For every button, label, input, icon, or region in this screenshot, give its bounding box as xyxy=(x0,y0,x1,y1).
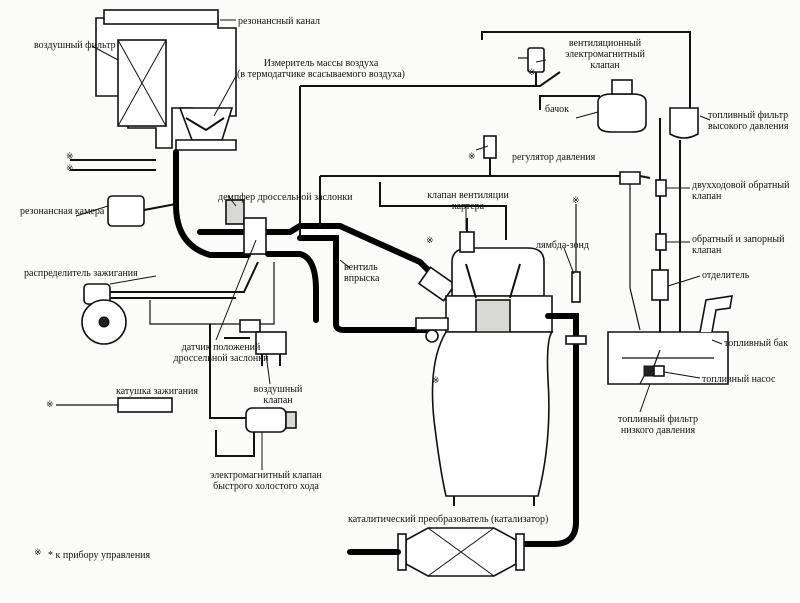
throttle-body xyxy=(197,199,433,333)
control-unit-marker: ※ xyxy=(528,68,536,78)
label-ventilation-valve: вентиляционный электромагнитный клапан xyxy=(565,38,645,71)
ignition-distributor xyxy=(81,261,275,345)
leader-lines xyxy=(75,19,723,470)
label-lambda-probe: лямбда-зонд xyxy=(536,240,589,251)
catalytic-converter xyxy=(347,527,525,577)
exhaust-pipe xyxy=(497,313,587,547)
intake-duct xyxy=(70,149,251,258)
label-ignition-coil: катушка зажигания xyxy=(116,386,198,397)
lambda-probe xyxy=(571,204,581,303)
label-air-filter: воздушный фильтр xyxy=(34,40,116,51)
fuel-lines xyxy=(299,31,691,340)
idle-solenoid-valve xyxy=(215,407,297,457)
label-resonance-channel: резонансный канал xyxy=(238,16,320,27)
label-ignition-distributor: распределитель зажигания xyxy=(24,268,138,279)
label-throttle-position-sensor: датчик положений дроссельной заслонки xyxy=(173,342,269,364)
label-hp-fuel-filter: топливный фильтр высокого давления xyxy=(708,110,789,132)
label-resonance-chamber: резонансная камера xyxy=(20,206,105,217)
resonance-channel xyxy=(103,9,219,25)
air-mass-meter xyxy=(175,107,237,151)
fuel-tank xyxy=(607,295,733,385)
label-catalytic-converter: каталитический преобразователь (катализа… xyxy=(348,514,549,525)
resonance-chamber xyxy=(107,195,177,227)
hp-fuel-filter xyxy=(669,107,699,139)
air-valve xyxy=(209,319,287,419)
ignition-coil xyxy=(56,397,173,413)
control-unit-marker: ※ xyxy=(46,400,54,410)
control-unit-marker: ※ xyxy=(66,152,74,162)
check-shutoff-valve xyxy=(655,233,667,251)
control-unit-marker: ※ xyxy=(468,152,476,162)
label-throttle-damper: демпфер дроссельной заслонки xyxy=(218,192,353,203)
label-canister: бачок xyxy=(545,104,570,115)
control-unit-marker: ※ xyxy=(432,376,440,386)
label-air-valve: воздушный клапан xyxy=(253,384,303,406)
two-way-check-valve xyxy=(655,179,667,197)
label-lp-fuel-filter: топливный фильтр низкого давления xyxy=(617,414,699,436)
crankcase-vent-valve xyxy=(459,218,475,253)
label-crankcase-vent-valve: клапан вентиляции картера xyxy=(427,190,509,212)
label-injection-valve: вентиль впрыска xyxy=(344,262,380,284)
label-separator: отделитель xyxy=(702,270,750,281)
control-unit-marker: ※ xyxy=(426,236,434,246)
label-two-way-check-valve: двухходовой обратный клапан xyxy=(692,180,790,202)
control-unit-marker: ※ xyxy=(34,548,42,558)
fuel-pump xyxy=(639,349,665,385)
label-pressure-regulator: регулятор давления xyxy=(512,152,596,163)
ventilation-solenoid xyxy=(518,47,545,86)
separator xyxy=(651,269,669,301)
canister xyxy=(597,79,647,133)
legend-control-unit: * к прибору управления xyxy=(48,550,151,561)
label-fuel-pump: топливный насос xyxy=(702,374,776,385)
label-idle-solenoid-valve: электромагнитный клапан быстрого холосто… xyxy=(210,470,322,492)
throttle-damper xyxy=(415,317,449,343)
label-air-mass-meter: Измеритель массы воздуха (в термодатчике… xyxy=(237,58,405,80)
engine-block xyxy=(431,247,554,506)
control-unit-marker: ※ xyxy=(66,164,74,174)
label-fuel-tank: топливный бак xyxy=(724,338,788,349)
label-check-shutoff-valve: обратный и запорный клапан xyxy=(692,234,785,256)
pressure-regulator xyxy=(483,135,641,185)
injection-rail xyxy=(337,223,457,302)
control-unit-marker: ※ xyxy=(572,196,580,206)
